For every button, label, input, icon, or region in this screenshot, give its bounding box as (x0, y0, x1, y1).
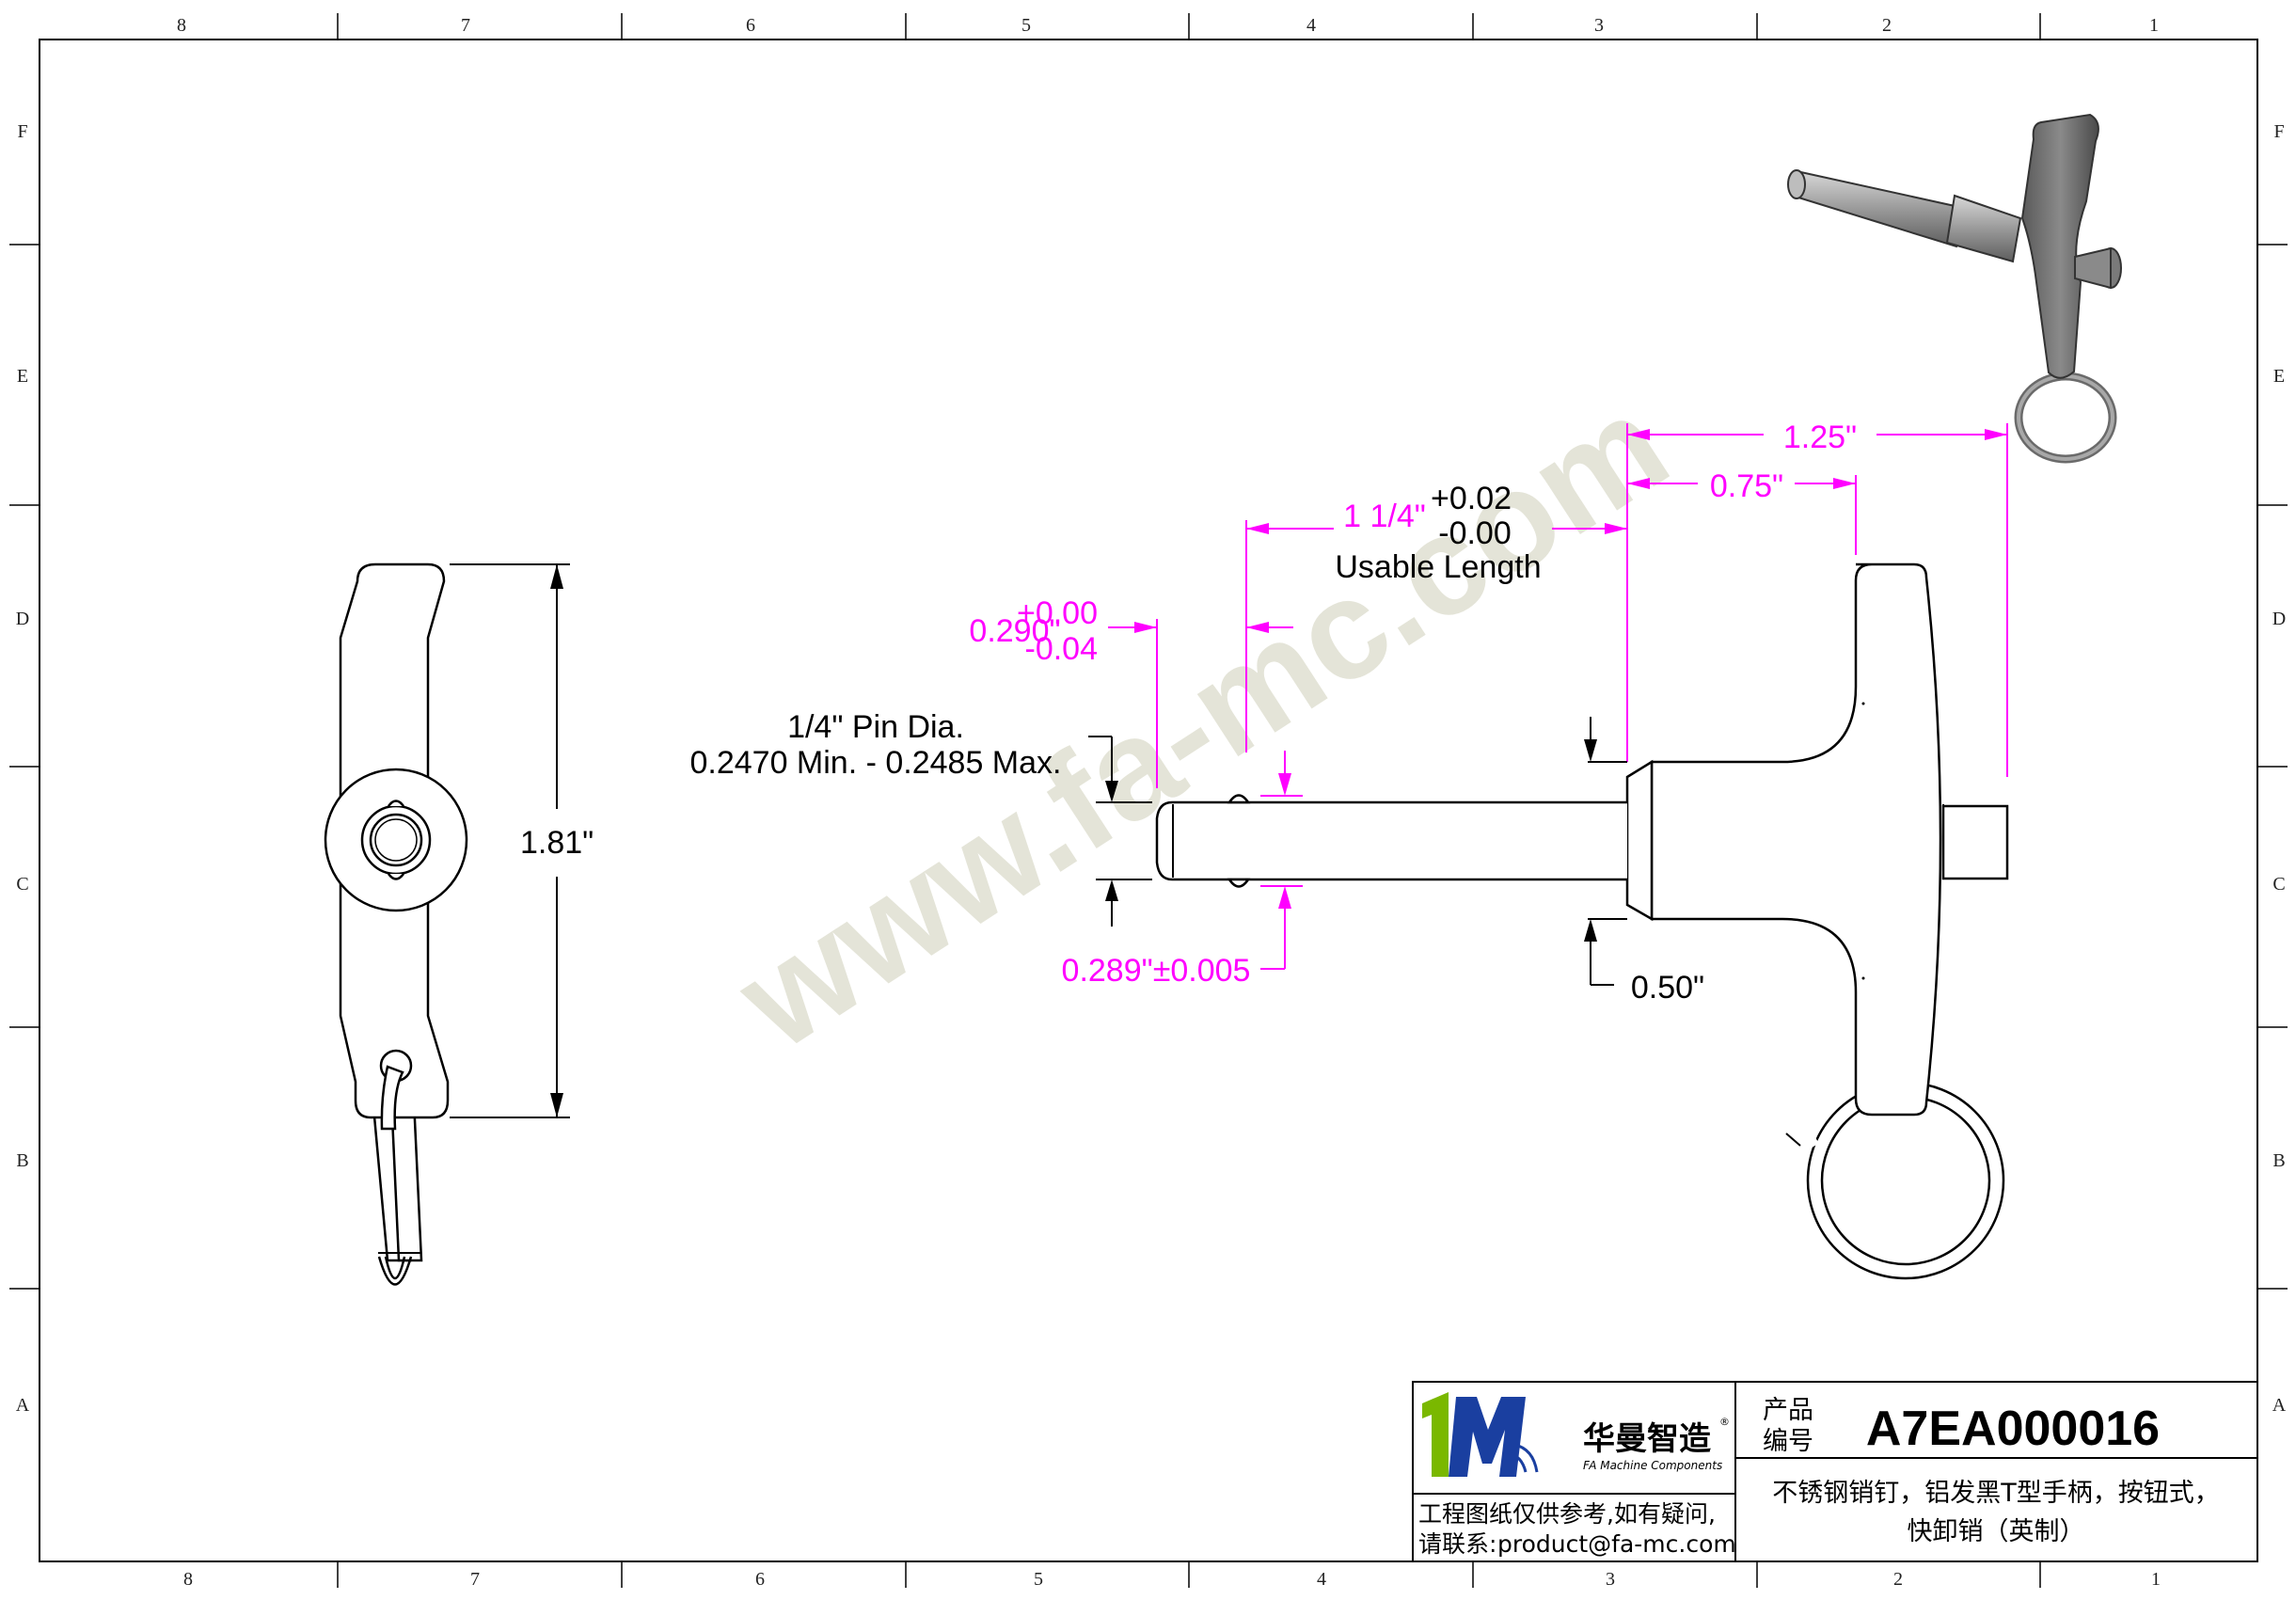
notice-line-2-label: 请联系: (1418, 1530, 1496, 1558)
usable-length-caption: Usable Length (1335, 549, 1541, 585)
contact-email[interactable]: product@fa-mc.com (1497, 1530, 1736, 1558)
collar-dimension: 0.50" (1584, 717, 1704, 1006)
zone-row-label: D (2272, 609, 2286, 629)
row-labels-left: F E D C B A (16, 121, 30, 1416)
zone-col-label: 8 (183, 1569, 193, 1590)
product-number: A7EA000016 (1866, 1402, 2160, 1456)
detent-ball-bottom (1227, 878, 1251, 888)
groove-position-dimension: 0.290" +0.00 -0.04 (969, 595, 1293, 788)
handle-overall-dimension: 1.25" (1626, 420, 2008, 777)
zone-row-label: D (16, 609, 29, 629)
zone-col-label: 8 (177, 15, 186, 36)
groove-tol-minus: -0.04 (1025, 631, 1099, 667)
zone-row-label: C (16, 874, 28, 895)
pin-dia-range: 0.2470 Min. - 0.2485 Max. (689, 745, 1061, 781)
handle-to-grip-label: 0.75" (1710, 468, 1783, 504)
zone-row-label: F (2273, 121, 2284, 142)
height-dim-label: 1.81" (520, 825, 594, 861)
groove-pos-label: 0.290" (969, 613, 1060, 649)
column-labels-bottom: 8 7 6 5 4 3 2 1 (183, 1569, 2161, 1590)
usable-tol-plus: +0.02 (1431, 481, 1512, 516)
zone-col-label: 7 (470, 1569, 480, 1590)
zone-col-label: 1 (2149, 15, 2159, 36)
isometric-render (1787, 113, 2122, 464)
usable-tol-minus: -0.00 (1438, 515, 1512, 551)
registered-mark: ® (1719, 1416, 1730, 1428)
logo-text-cn: 华曼智造 (1583, 1420, 1711, 1458)
zone-ticks (9, 13, 2288, 1588)
push-button-end (1941, 804, 2009, 880)
title-block: 华曼智造 FA Machine Components ® 工程图纸仅供参考,如有… (1412, 1381, 2258, 1562)
logo-text-en: FA Machine Components (1583, 1459, 1722, 1472)
zone-col-label: 5 (1034, 1569, 1043, 1590)
zone-col-label: 3 (1606, 1569, 1615, 1590)
usable-length-label: 1 1/4" (1343, 499, 1426, 534)
description-line-1: 不锈钢销钉，铝发黑T型手柄，按钮式， (1772, 1479, 2220, 1508)
column-labels-top: 8 7 6 5 4 3 2 1 (177, 15, 2159, 36)
t-handle (1650, 562, 1942, 1117)
zone-col-label: 3 (1594, 15, 1604, 36)
zone-col-label: 5 (1021, 15, 1031, 36)
zone-row-label: E (2273, 366, 2285, 387)
description-line-2: 快卸销（英制） (1908, 1517, 2085, 1546)
row-labels-right: F E D C B A (2272, 121, 2287, 1416)
notice-line-1: 工程图纸仅供参考,如有疑问, (1418, 1500, 1716, 1528)
drawing-frame (39, 39, 2258, 1562)
handle-overall-label: 1.25" (1783, 420, 1857, 455)
zone-col-label: 7 (461, 15, 470, 36)
height-dimension: 1.81" (450, 563, 594, 1118)
zone-col-label: 4 (1317, 1569, 1326, 1590)
collar-label: 0.50" (1631, 970, 1704, 1006)
product-no-label-1: 产品 (1763, 1396, 1813, 1425)
zone-row-label: A (16, 1395, 30, 1416)
zone-row-label: B (16, 1150, 28, 1171)
zone-row-label: F (17, 121, 27, 142)
pin-dia-dimension: 1/4" Pin Dia. 0.2470 Min. - 0.2485 Max. (689, 709, 1152, 927)
front-view (1155, 562, 2009, 1280)
ball-dia-dimension: 0.289"±0.005 (1062, 751, 1303, 989)
zone-col-label: 2 (1882, 15, 1892, 36)
company-logo: 华曼智造 FA Machine Components ® (1422, 1392, 1730, 1477)
usable-length-dimension: 1 1/4" +0.02 -0.00 Usable Length (1245, 481, 1628, 762)
zone-col-label: 2 (1893, 1569, 1903, 1590)
zone-col-label: 4 (1306, 15, 1316, 36)
zone-col-label: 6 (755, 1569, 765, 1590)
pin-shaft (1155, 800, 1627, 881)
handle-to-grip-dimension: 0.75" (1627, 468, 1857, 555)
zone-row-label: E (17, 366, 28, 387)
pin-dia-title: 1/4" Pin Dia. (787, 709, 964, 745)
side-view (324, 562, 468, 1286)
zone-row-label: C (2272, 874, 2285, 895)
zone-col-label: 6 (746, 15, 755, 36)
collar (1625, 759, 1654, 922)
groove-tol-plus: +0.00 (1017, 595, 1098, 631)
product-no-label-2: 编号 (1763, 1427, 1813, 1456)
zone-row-label: A (2272, 1395, 2287, 1416)
detent-ball-top (1227, 794, 1251, 804)
zone-col-label: 1 (2151, 1569, 2161, 1590)
zone-row-label: B (2272, 1150, 2285, 1171)
ball-dia-label: 0.289"±0.005 (1062, 953, 1251, 989)
